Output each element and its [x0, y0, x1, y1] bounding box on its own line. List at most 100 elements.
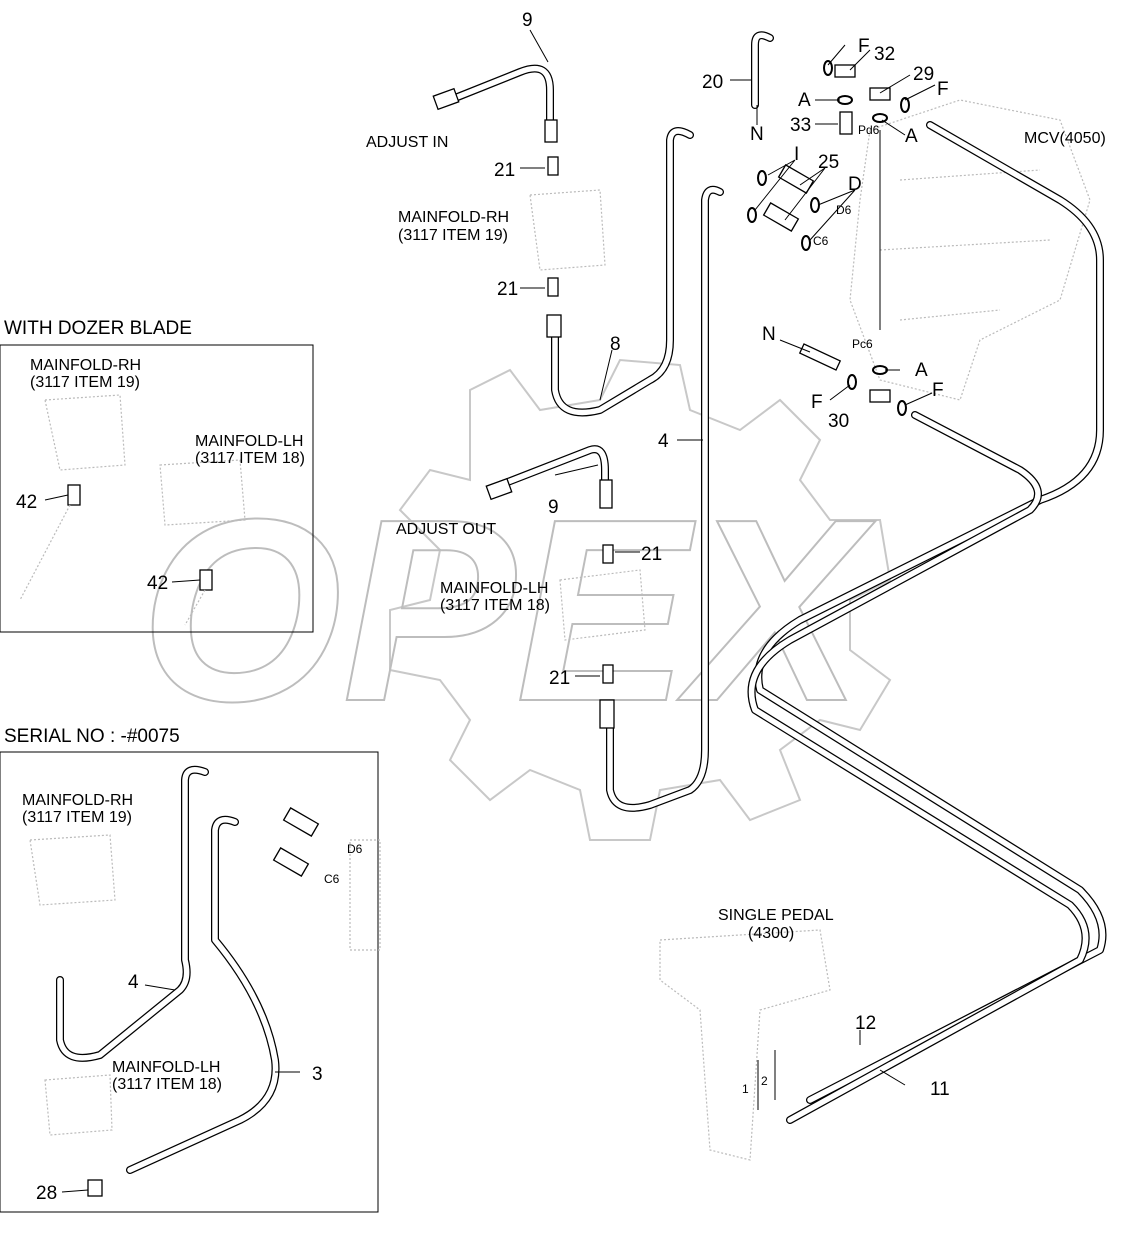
callout-f: F	[811, 392, 823, 413]
callout-29: 29	[913, 64, 934, 85]
inset-title: SERIAL NO : -#0075	[4, 726, 180, 747]
port-c6: C6	[324, 872, 340, 886]
callout-21: 21	[494, 160, 515, 181]
tee-29	[869, 87, 891, 101]
hose-end-fitting	[544, 119, 558, 143]
callout-a: A	[798, 90, 811, 111]
callout-f: F	[932, 380, 944, 401]
hose-9-top	[446, 64, 554, 134]
single-pedal-ghost	[659, 929, 831, 1161]
dozer-blade-inset: WITH DOZER BLADE MAINFOLD-RH (3117 ITEM …	[0, 318, 314, 633]
hose-end-fitting	[485, 477, 513, 501]
label-mainfold-lh: MAINFOLD-LH	[440, 580, 548, 597]
hose-end-fitting	[432, 87, 460, 111]
callout-8: 8	[610, 334, 621, 355]
hose-4	[606, 185, 724, 812]
callout-labels: 9 ADJUST IN 21 MAINFOLD-RH (3117 ITEM 19…	[366, 10, 1106, 1100]
mainfold-rh-ghost	[529, 189, 606, 271]
hose-30-11	[747, 411, 1090, 1124]
callout-n: N	[762, 324, 776, 345]
callout-21: 21	[549, 668, 570, 689]
o-ring	[847, 374, 857, 390]
inset-title: WITH DOZER BLADE	[4, 318, 192, 339]
label-mainfold-rh: MAINFOLD-RH	[22, 792, 133, 809]
hose-8	[551, 127, 694, 417]
callout-21: 21	[641, 544, 662, 565]
callout-3: 3	[312, 1064, 323, 1085]
callout-a: A	[905, 126, 918, 147]
hose-9-mid	[496, 445, 609, 504]
o-ring	[823, 60, 833, 76]
callout-25: 25	[818, 152, 839, 173]
label-single-pedal: SINGLE PEDAL	[718, 907, 834, 924]
label-mcv: MCV(4050)	[1024, 130, 1106, 147]
hose-mcv-12	[754, 121, 1107, 1104]
o-ring	[837, 95, 853, 105]
callout-42: 42	[16, 492, 37, 513]
sensor-33	[839, 111, 853, 135]
callout-a: A	[915, 360, 928, 381]
callout-9: 9	[548, 497, 559, 518]
callout-20: 20	[702, 72, 723, 93]
hose-end-fitting	[599, 479, 613, 509]
o-ring	[757, 170, 767, 186]
connector-25	[762, 202, 800, 232]
label-mainfold-lh-ref: (3117 ITEM 18)	[112, 1076, 222, 1093]
callout-1: 1	[742, 1082, 749, 1096]
o-ring	[872, 365, 888, 375]
label-mainfold-rh: MAINFOLD-RH	[30, 357, 141, 374]
label-mainfold-rh-ref: (3117 ITEM 19)	[22, 809, 132, 826]
o-ring	[747, 207, 757, 223]
adapter-21	[602, 544, 614, 564]
port-pc6: Pc6	[852, 337, 873, 351]
port-d6: D6	[347, 842, 363, 856]
callout-4: 4	[658, 431, 669, 452]
hoses	[446, 31, 1107, 1124]
label-mainfold-rh: MAINFOLD-RH	[398, 209, 509, 226]
callout-11: 11	[930, 1079, 950, 1100]
o-ring	[801, 235, 811, 251]
fittings	[432, 60, 910, 1161]
callout-42: 42	[147, 573, 168, 594]
callout-30: 30	[828, 411, 849, 432]
label-mainfold-lh-ref: (3117 ITEM 18)	[440, 597, 550, 614]
label-adjust-out: ADJUST OUT	[396, 521, 496, 538]
label-single-pedal-ref: (4300)	[748, 925, 794, 942]
leader-lines	[520, 29, 936, 1110]
adapter-21	[547, 156, 559, 176]
callout-4: 4	[128, 972, 139, 993]
tee-30	[869, 389, 891, 403]
callout-33: 33	[790, 115, 811, 136]
port-d6: D6	[836, 203, 852, 217]
callout-n: N	[750, 124, 764, 145]
port-c6: C6	[813, 234, 829, 248]
label-mainfold-lh: MAINFOLD-LH	[112, 1059, 220, 1076]
callout-9: 9	[522, 10, 533, 31]
callout-2: 2	[761, 1074, 768, 1088]
callout-12: 12	[855, 1013, 876, 1034]
o-ring	[810, 197, 820, 213]
label-mainfold-lh-ref: (3117 ITEM 18)	[195, 450, 305, 467]
hose-end-fitting	[546, 314, 562, 338]
o-ring	[900, 97, 910, 113]
mainfold-lh-ghost	[559, 569, 646, 641]
adapter-21	[547, 277, 559, 297]
callout-28: 28	[36, 1183, 57, 1204]
hose-20	[751, 31, 774, 109]
port-pd6: Pd6	[858, 123, 880, 137]
adapter-21	[602, 664, 614, 684]
o-ring	[872, 113, 888, 123]
callout-d: D	[848, 174, 862, 195]
hose-n	[798, 343, 842, 371]
hose-end-fitting	[599, 699, 615, 729]
callout-21: 21	[497, 279, 518, 300]
label-mainfold-rh-ref: (3117 ITEM 19)	[398, 227, 508, 244]
callout-i: I	[794, 144, 799, 165]
label-mainfold-lh: MAINFOLD-LH	[195, 433, 303, 450]
callout-f: F	[937, 79, 949, 100]
label-mainfold-rh-ref: (3117 ITEM 19)	[30, 374, 140, 391]
label-adjust-in: ADJUST IN	[366, 134, 448, 151]
serial-inset: SERIAL NO : -#0075 MAINFOLD-RH (3117 ITE…	[0, 726, 381, 1213]
tee-32	[834, 64, 856, 78]
